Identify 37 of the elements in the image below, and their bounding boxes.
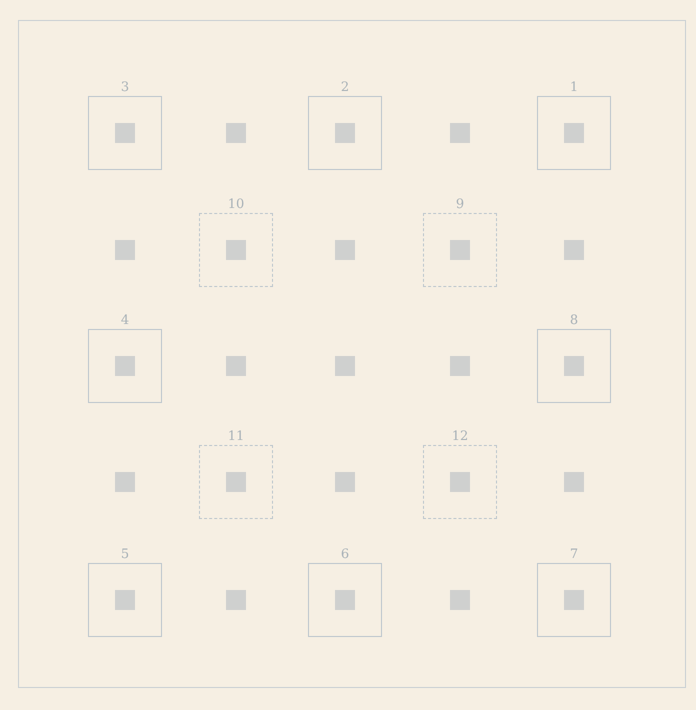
box-number: 5 [120, 547, 130, 563]
small-square [115, 472, 135, 492]
inner-square [114, 122, 134, 142]
small-square [335, 472, 355, 492]
box-number: 11 [226, 429, 246, 445]
small-square [335, 240, 355, 260]
box-number: 9 [454, 197, 466, 213]
box-number: 10 [226, 197, 246, 213]
inner-square [450, 472, 470, 492]
box-number: 2 [340, 80, 350, 96]
box-number: 7 [568, 547, 580, 563]
box-number: 3 [120, 80, 130, 96]
box-number: 1 [568, 80, 580, 96]
inner-square [450, 240, 470, 260]
small-square [115, 240, 135, 260]
box-number: 6 [340, 547, 350, 563]
small-square [226, 356, 246, 376]
small-square [450, 123, 470, 143]
small-square [450, 590, 470, 610]
box-number: 8 [568, 313, 580, 329]
inner-square [334, 590, 354, 610]
inner-square [114, 590, 134, 610]
inner-square [564, 590, 584, 610]
small-square [226, 590, 246, 610]
inner-square [114, 356, 134, 376]
small-square [564, 472, 584, 492]
small-square [564, 240, 584, 260]
inner-square [564, 356, 584, 376]
small-square [335, 356, 355, 376]
inner-square [564, 122, 584, 142]
small-square [450, 356, 470, 376]
box-number: 4 [120, 313, 130, 329]
inner-square [334, 122, 354, 142]
inner-square [226, 240, 246, 260]
box-number: 12 [450, 429, 470, 445]
inner-square [226, 472, 246, 492]
small-square [226, 123, 246, 143]
